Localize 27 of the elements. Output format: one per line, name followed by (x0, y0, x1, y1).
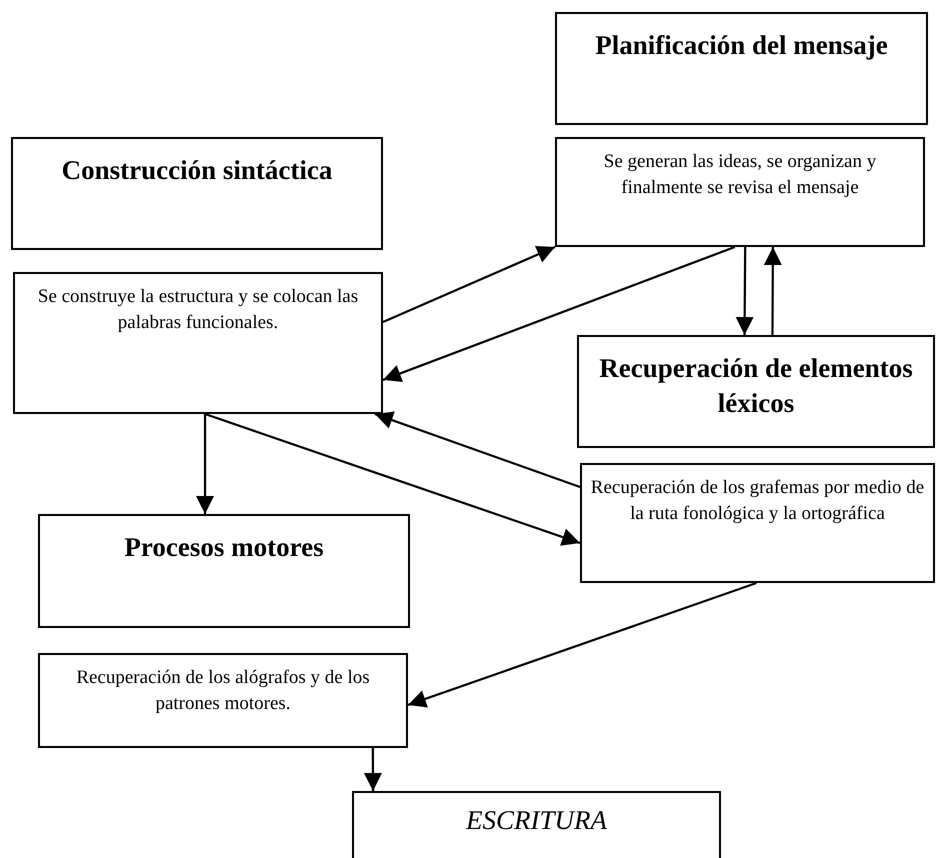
arrow (382, 246, 556, 323)
arrow (204, 412, 580, 546)
process-box (352, 791, 721, 858)
process-box (11, 137, 383, 250)
box-text: Planificación del mensaje (595, 29, 888, 62)
arrow (764, 247, 782, 335)
process-box (555, 137, 925, 247)
process-box (38, 653, 408, 748)
box-text: Se construye la estructura y se colocan las palabras funcionales. (36, 285, 360, 335)
arrow (382, 246, 736, 382)
box-text: Procesos motores (124, 531, 324, 564)
box-text: Construcción sintáctica (62, 154, 332, 187)
process-box (580, 463, 935, 583)
arrow (364, 748, 382, 791)
box-text: Recuperación de elementos léxicos (598, 352, 914, 420)
arrow (196, 414, 214, 514)
box-text: ESCRITURA (466, 805, 607, 836)
box-text: Se generan las ideas, se organizan y finalmente se revisa el mensaje (602, 150, 878, 200)
process-box (555, 12, 928, 125)
arrow (374, 412, 580, 488)
arrow (408, 582, 757, 708)
process-box (13, 272, 383, 414)
box-text: Recuperación de los alógrafos y de los patrones motores. (75, 666, 371, 716)
process-box (577, 335, 935, 448)
arrow (736, 247, 754, 335)
box-text: Recuperación de los grafemas por medio de la ruta fonológica y la ortográfica (590, 476, 925, 526)
process-box (38, 514, 410, 628)
